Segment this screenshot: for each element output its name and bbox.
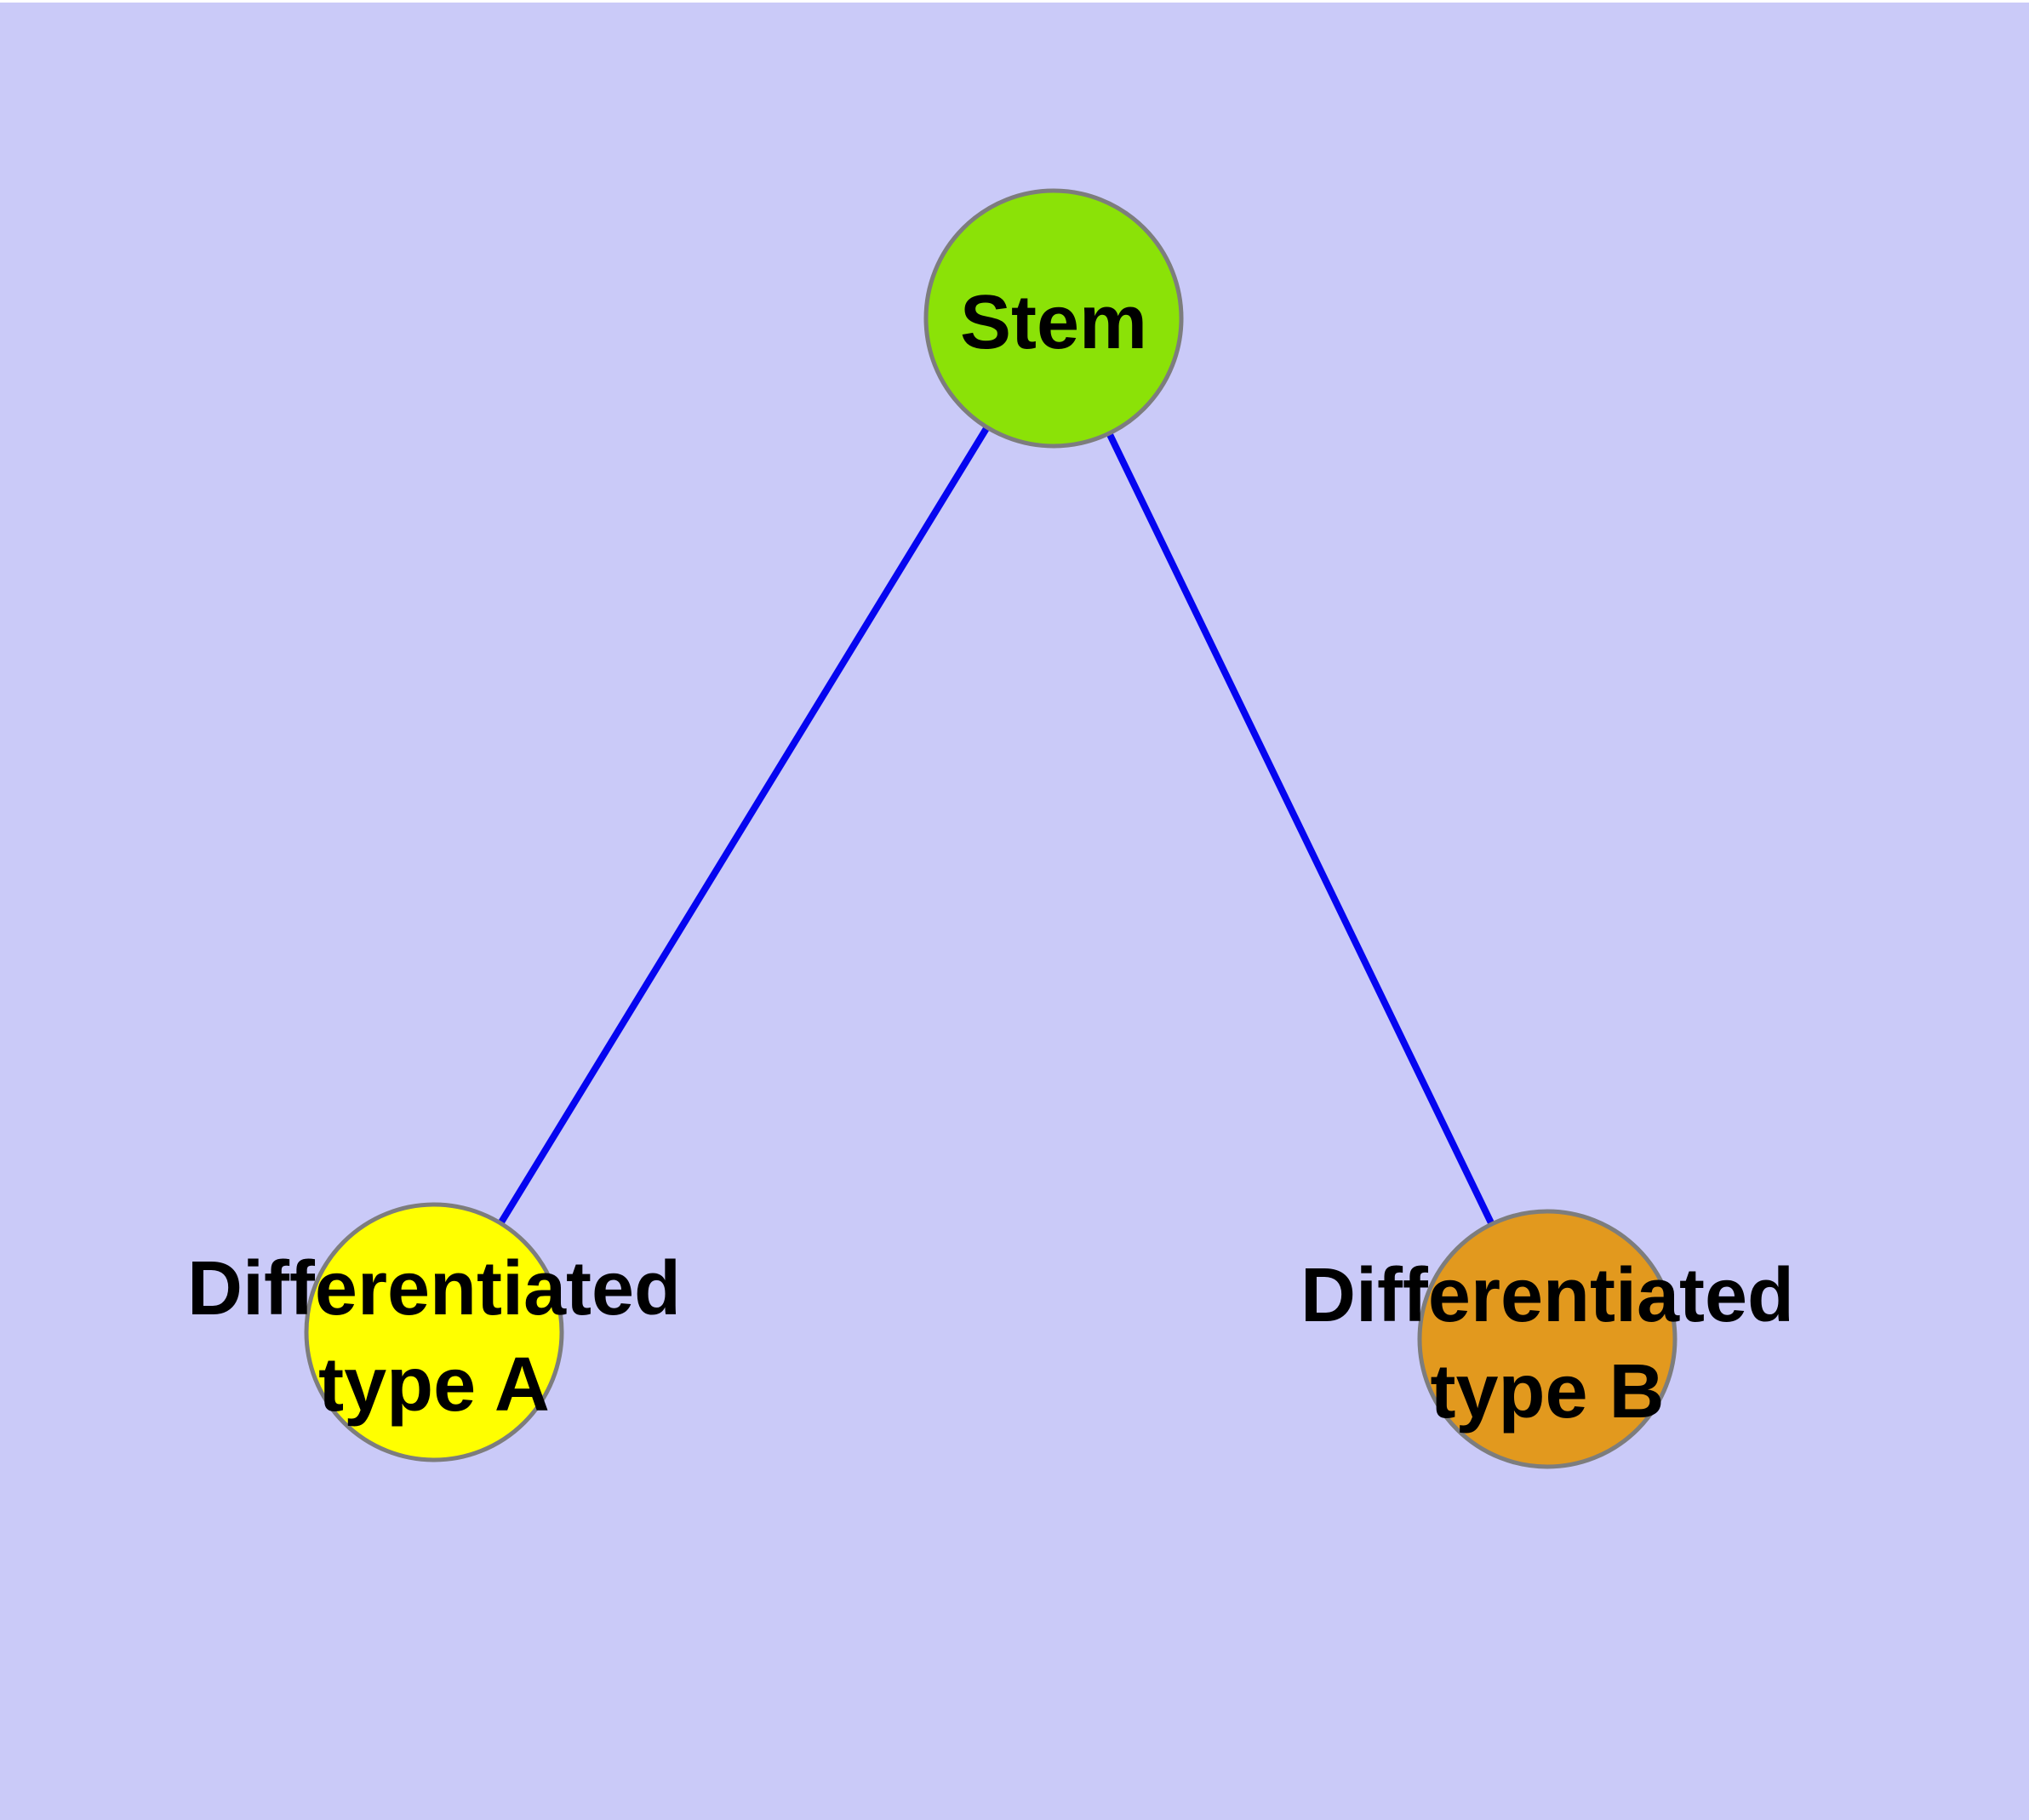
node-stem-label: Stem — [960, 280, 1147, 365]
edge-stem-to-type-a — [431, 316, 1057, 1335]
node-stem-circle — [923, 188, 1184, 449]
node-type-b-label-line2: type B — [1430, 1349, 1664, 1434]
page-top-margin — [0, 0, 2029, 3]
node-type-a-circle — [304, 1202, 564, 1462]
edge-stem-to-type-b — [1050, 317, 1551, 1341]
node-type-a-label-line1: Differentiated — [187, 1246, 681, 1331]
node-type-a-label-line2: type A — [318, 1342, 550, 1428]
node-type-b-circle — [1417, 1209, 1677, 1469]
node-type-b-label-line1: Differentiated — [1300, 1253, 1794, 1338]
